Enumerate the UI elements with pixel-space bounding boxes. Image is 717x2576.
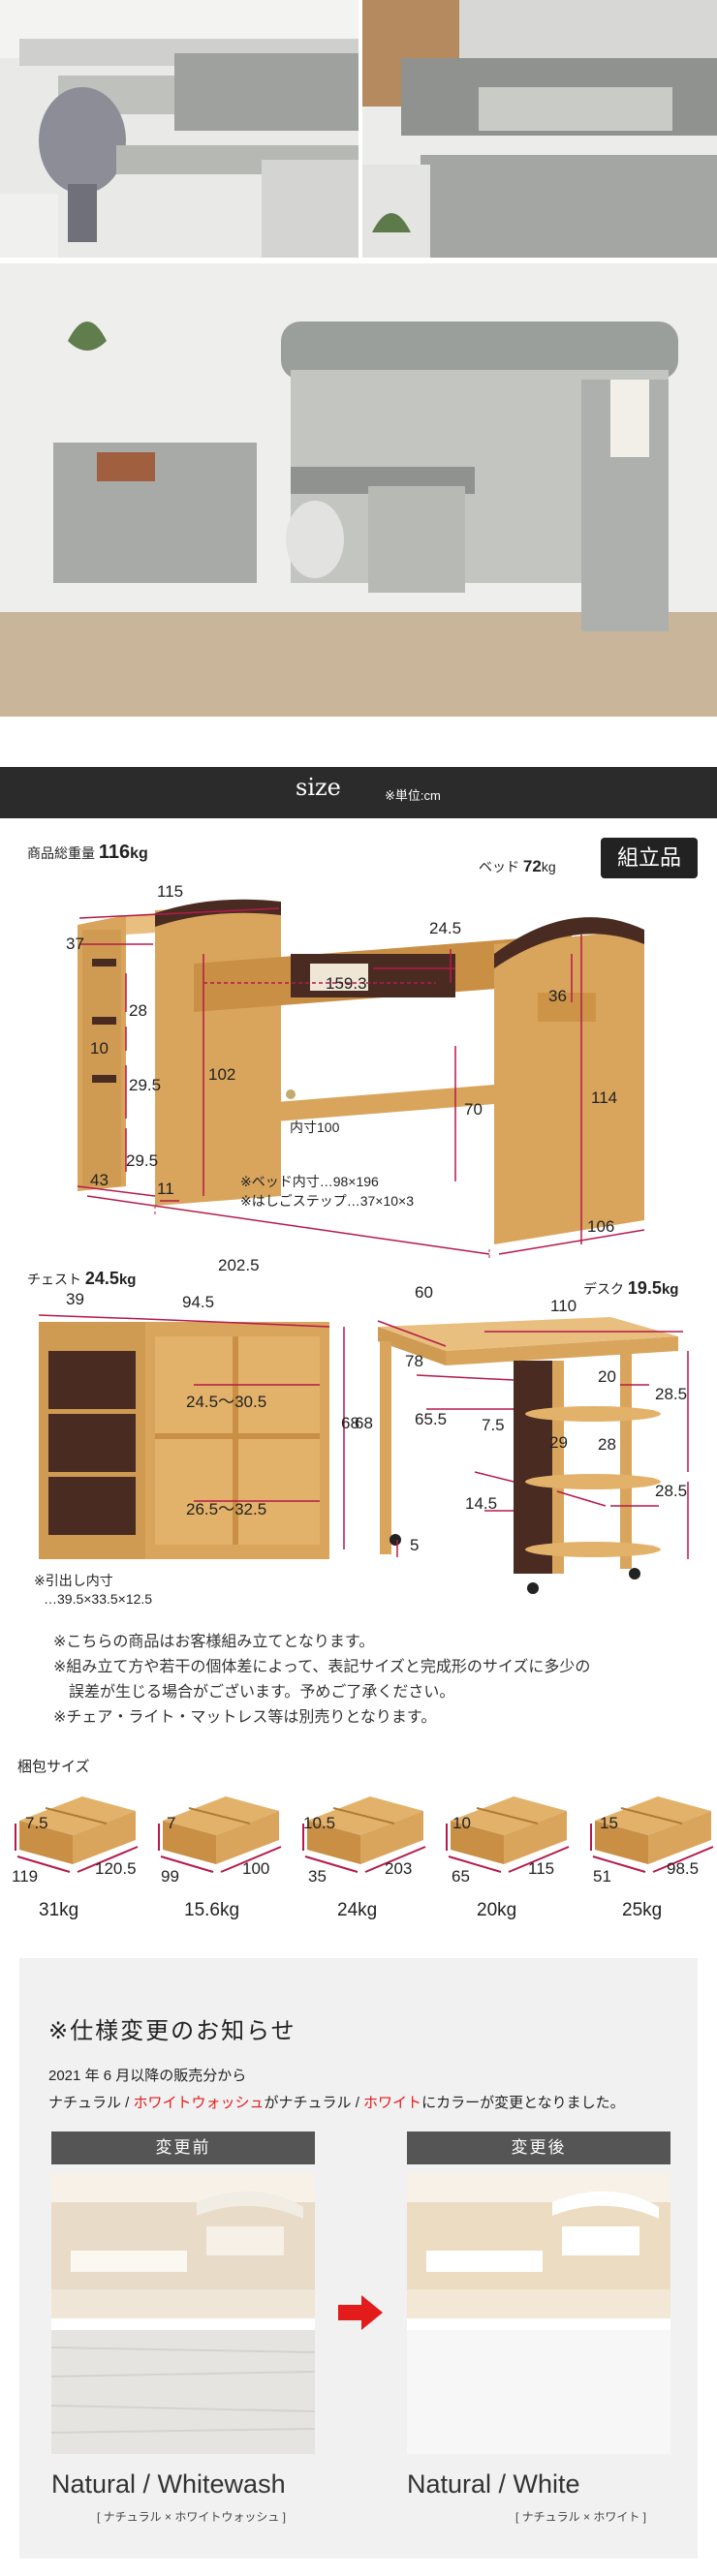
bed-dim-10: 10: [90, 1039, 109, 1058]
photo-bed-closeup: [362, 0, 717, 258]
pkg1-h: 7.5: [25, 1814, 48, 1832]
desk-dim-14-5: 14.5: [465, 1494, 498, 1513]
desk-dim-20: 20: [598, 1367, 616, 1386]
chest-dim-68: 68: [341, 1414, 359, 1432]
pkg1-kg: 31kg: [39, 1900, 79, 1920]
bed-dim-11: 11: [157, 1180, 174, 1198]
desk-dim-65-5: 65.5: [415, 1410, 448, 1428]
before-image: [51, 2173, 315, 2454]
chest-dim-inner-1: 24.5～30.5: [186, 1393, 267, 1411]
bed-dim-102: 102: [208, 1065, 236, 1084]
assembly-notes: ※こちらの商品はお客様組み立てとなります。 ※組み立て方や若干の個体差によって、…: [53, 1634, 591, 1726]
pkg4-h: 10: [452, 1814, 471, 1832]
size-title: size: [296, 774, 341, 801]
after-image: [407, 2173, 670, 2454]
desk-dim-60: 60: [415, 1283, 433, 1302]
arrow-icon: [338, 2295, 383, 2330]
photo-room-setup: [0, 263, 717, 717]
chest-dim-94-5: 94.5: [182, 1293, 215, 1311]
pkg3-h: 10.5: [303, 1814, 336, 1832]
bed-dim-24-5: 24.5: [429, 919, 462, 937]
pkg2-b: 100: [242, 1859, 270, 1878]
chest-diagram: [38, 1314, 345, 1559]
pkg2-h: 7: [167, 1814, 176, 1832]
photo-desk-closeup: [0, 0, 358, 258]
assembly-badge: 組立品: [601, 838, 698, 878]
pkg2-a: 99: [161, 1867, 179, 1886]
after-label: 変更後: [407, 2131, 670, 2164]
bed-dim-37: 37: [66, 935, 84, 953]
bed-dim-29-5-a: 29.5: [129, 1076, 162, 1094]
drawer-inner-note: ※引出し内寸: [34, 1573, 113, 1588]
pkg3-b: 203: [385, 1859, 413, 1878]
pkg2-kg: 15.6kg: [184, 1900, 240, 1920]
pkg1-a: 119: [12, 1867, 39, 1886]
drawer-inner-size: …39.5×33.5×12.5: [44, 1591, 153, 1607]
bed-dim-28: 28: [129, 1001, 147, 1020]
bed-dim-106: 106: [587, 1217, 615, 1236]
spec-change-line1: 2021 年 6 月以降の販売分から: [48, 2068, 247, 2084]
spec-change-line2: ナチュラル / ホワイトウォッシュがナチュラル / ホワイトにカラーが変更となり…: [48, 2095, 625, 2111]
package-title: 梱包サイズ: [17, 1759, 90, 1775]
pkg3-kg: 24kg: [337, 1900, 378, 1920]
bed-dim-43: 43: [90, 1171, 109, 1189]
unit-note: ※単位:cm: [385, 788, 441, 803]
chest-weight: チェスト 24.5kg: [27, 1269, 137, 1288]
bed-dim-202-5: 202.5: [218, 1256, 260, 1274]
pkg5-h: 15: [600, 1814, 618, 1832]
desk-dim-28-5-a: 28.5: [655, 1385, 688, 1403]
desk-dim-110: 110: [550, 1297, 577, 1315]
bed-inner-note: ※ベッド内寸…98×196: [240, 1174, 379, 1189]
ladder-step-note: ※はしごステップ…37×10×3: [240, 1193, 415, 1209]
pkg5-b: 98.5: [667, 1859, 700, 1878]
desk-dim-28-5-b: 28.5: [655, 1482, 688, 1500]
pkg4-a: 65: [452, 1867, 470, 1886]
pkg4-kg: 20kg: [477, 1900, 517, 1920]
pkg5-kg: 25kg: [622, 1900, 663, 1920]
bed-dim-29-5-b: 29.5: [126, 1151, 159, 1170]
desk-weight: デスク 19.5kg: [583, 1278, 679, 1298]
bed-dim-115: 115: [157, 882, 184, 901]
bed-dim-114: 114: [591, 1089, 618, 1107]
after-color-sub: [ ナチュラル × ホワイト ]: [515, 2510, 647, 2524]
bed-weight: ベッド 72kg: [479, 857, 556, 875]
desk-dim-78: 78: [405, 1352, 423, 1370]
before-color-sub: [ ナチュラル × ホワイトウォッシュ ]: [97, 2510, 287, 2524]
bed-dim-36: 36: [548, 987, 567, 1005]
total-weight: 商品総重量 116kg: [27, 842, 148, 863]
desk-dim-28: 28: [598, 1435, 616, 1454]
pkg5-a: 51: [593, 1867, 611, 1886]
desk-dim-29: 29: [549, 1433, 568, 1452]
before-color-name: Natural / Whitewash: [51, 2469, 286, 2499]
chest-dim-inner-2: 26.5～32.5: [186, 1500, 267, 1518]
desk-height-68: 68: [355, 1414, 373, 1432]
pkg3-a: 35: [308, 1867, 327, 1886]
desk-diagram: [377, 1317, 689, 1594]
pkg1-b: 120.5: [95, 1859, 137, 1878]
package-boxes: [15, 1795, 714, 1873]
spec-change-title: ※仕様変更のお知らせ: [48, 2018, 296, 2044]
desk-dim-7-5: 7.5: [482, 1416, 505, 1434]
bed-dim-inner-100: 内寸100: [290, 1119, 340, 1135]
bed-dim-70: 70: [464, 1100, 483, 1119]
bed-dim-159-3: 159.3: [326, 974, 367, 993]
pkg4-b: 115: [528, 1859, 555, 1878]
after-color-name: Natural / White: [407, 2469, 580, 2499]
bed-diagram: [77, 899, 645, 1259]
desk-dim-5: 5: [410, 1536, 420, 1554]
chest-dim-39: 39: [66, 1290, 84, 1308]
size-header-band: [0, 767, 717, 818]
before-label: 変更前: [51, 2131, 315, 2164]
